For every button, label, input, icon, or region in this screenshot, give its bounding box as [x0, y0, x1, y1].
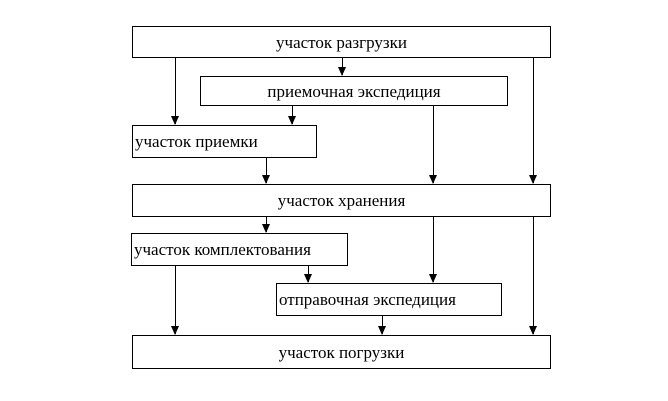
arrow-receiving-area-to-storage-area-head [262, 175, 270, 184]
node-dispatch-expedition: отправочная экспедиция [276, 283, 502, 316]
arrow-picking-area-to-dispatch-expedition-head [304, 274, 312, 283]
node-receiving-area-label: участок приемки [135, 132, 258, 151]
node-dispatch-expedition-label: отправочная экспедиция [279, 290, 456, 309]
node-loading-area: участок погрузки [132, 335, 551, 369]
arrow-unloading-to-receiving-expedition-head [338, 67, 346, 76]
node-loading-area-label: участок погрузки [278, 342, 405, 362]
arrow-storage-area-to-dispatch-expedition-line [433, 217, 434, 282]
arrow-picking-area-to-loading-area-line [175, 266, 176, 334]
arrow-storage-area-to-loading-area-head [529, 326, 537, 335]
arrow-dispatch-expedition-to-loading-area-head [378, 326, 386, 335]
arrow-picking-area-to-loading-area-head [171, 326, 179, 335]
arrow-unloading-to-receiving-expedition-line [342, 58, 343, 75]
arrow-dispatch-expedition-to-loading-area-line [382, 316, 383, 334]
arrow-storage-area-to-loading-area-line [533, 217, 534, 334]
arrow-receiving-area-to-storage-area-line [266, 158, 267, 183]
node-unloading-area: участок разгрузки [132, 26, 551, 58]
node-receiving-expedition-label: приемочная экспедиция [267, 81, 441, 101]
arrow-unloading-to-receiving-area-line [175, 58, 176, 124]
arrow-storage-area-to-dispatch-expedition-head [429, 274, 437, 283]
arrow-unloading-to-storage-area-line [533, 58, 534, 183]
node-storage-area: участок хранения [132, 184, 551, 217]
node-receiving-expedition: приемочная экспедиция [200, 76, 508, 106]
arrow-receiving-expedition-to-receiving-area-line [292, 106, 293, 124]
arrow-storage-area-to-picking-area-head [262, 224, 270, 233]
arrow-receiving-expedition-to-receiving-area-head [288, 116, 296, 125]
node-picking-area-label: участок комплектования [134, 240, 311, 259]
arrow-receiving-expedition-to-storage-area-line [433, 106, 434, 183]
node-receiving-area: участок приемки [132, 125, 317, 158]
node-picking-area: участок комплектования [131, 233, 348, 266]
arrow-unloading-to-storage-area-head [529, 175, 537, 184]
node-unloading-area-label: участок разгрузки [276, 32, 407, 52]
node-storage-area-label: участок хранения [277, 191, 406, 210]
arrow-receiving-expedition-to-storage-area-head [429, 175, 437, 184]
arrow-unloading-to-receiving-area-head [171, 116, 179, 125]
